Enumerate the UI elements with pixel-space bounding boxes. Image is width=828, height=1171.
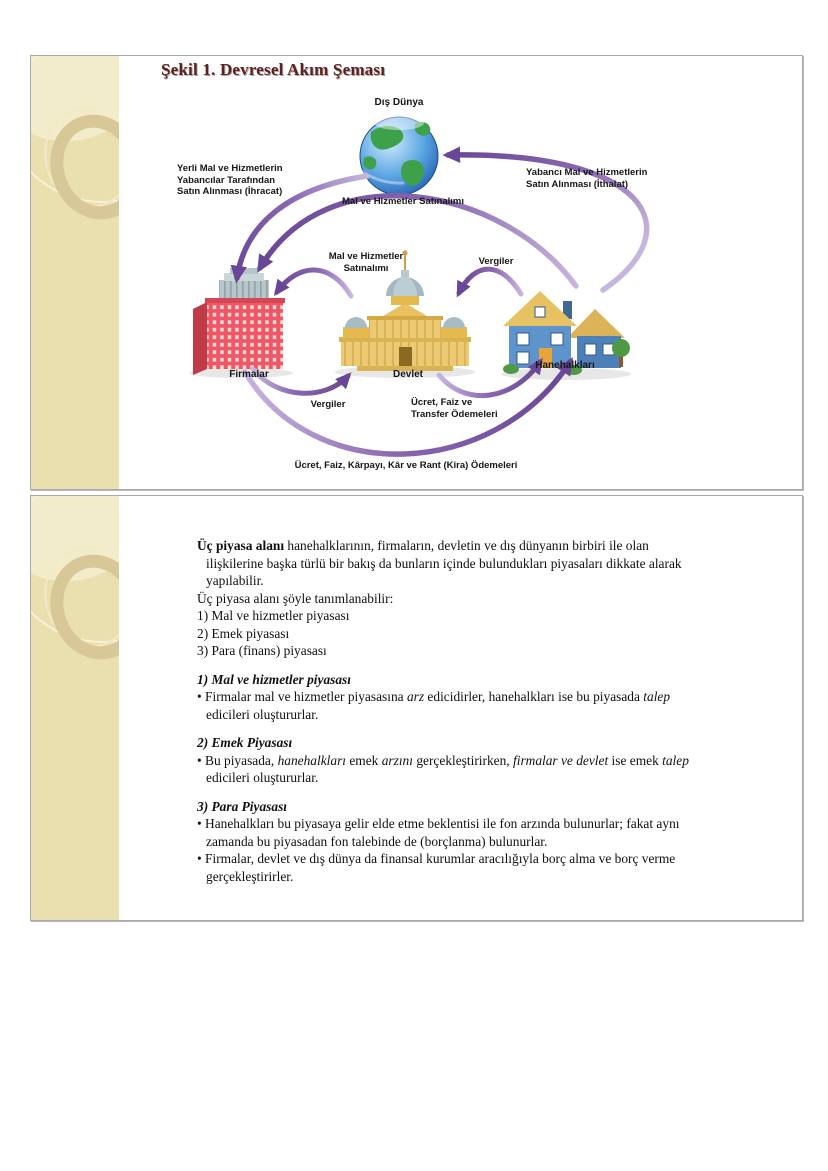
flow-arrow-gov-transfers — [436, 357, 543, 399]
government-illustration — [335, 250, 475, 378]
figure-title: Şekil 1. Devresel Akım Şeması — [161, 60, 386, 79]
bullet-glyph: • — [197, 851, 206, 866]
node-label-world: Dış Dünya — [374, 97, 424, 108]
firms-illustration — [189, 268, 293, 378]
text-block: 3) Para (finans) piyasası — [197, 643, 327, 658]
text-block: 1) Mal ve hizmetler piyasası — [197, 608, 350, 623]
flow-label-factor-payments: Ücret, Faiz, Kârpayı, Kâr ve Rant (Kira)… — [294, 460, 518, 471]
text-block: 2) Emek piyasası — [197, 625, 290, 641]
flow-arrow-firm-taxes — [250, 366, 352, 396]
world-illustration — [359, 116, 439, 196]
bullet-glyph: • — [197, 752, 206, 768]
flow-arrow-exports — [230, 173, 370, 284]
decorative-sidebar — [31, 496, 119, 920]
text-block: • Hanehalkları bu piyasaya gelir elde et… — [197, 816, 680, 849]
spacer — [197, 723, 694, 734]
flow-label-exports: Yerli Mal ve Hizmetlerin Yabancılar Tara… — [177, 163, 283, 198]
text-block: Üç piyasa alanı hanehalklarının, firmala… — [197, 538, 682, 588]
text-block: 1) Mal ve hizmetler piyasası — [197, 671, 351, 687]
spacer — [197, 660, 694, 671]
node-label-households: Hanehalkları — [535, 360, 595, 371]
circular-flow-canvas — [189, 116, 650, 457]
flow-arrow-factor-payments — [242, 357, 574, 457]
flow-label-world-purchases: Mal ve Hizmetler Satınalımı — [342, 196, 464, 207]
flow-arrow-gov-purchases — [273, 267, 354, 299]
node-label-firms: Firmalar — [229, 369, 269, 380]
flow-arrow-imports — [442, 146, 650, 293]
decorative-sidebar — [31, 56, 119, 489]
slide-1: Şekil 1. Devresel Akım Şeması — [30, 55, 803, 490]
text-block: • Firmalar, devlet ve dış dünya da finan… — [197, 851, 676, 884]
flow-label-firm-taxes: Vergiler — [310, 399, 346, 410]
flow-arrow-household-taxes — [456, 266, 524, 298]
flow-label-household-taxes: Vergiler — [478, 256, 514, 267]
flow-label-gov-transfers: Ücret, Faiz ve Transfer Ödemeleri — [411, 397, 498, 420]
flow-label-imports: Yabancı Mal ve Hizmetlerin Satın Alınmas… — [526, 167, 648, 190]
text-block: 3) Para Piyasası — [197, 798, 288, 814]
slide-2: Üç piyasa alanı hanehalklarının, firmala… — [30, 495, 803, 921]
flow-arrow-world-purchases — [257, 193, 579, 289]
circular-flow-diagram: Dış Dünya Firmalar Devlet Hanehalkları Y… — [31, 56, 802, 489]
text-block: 2) Emek Piyasası — [197, 735, 293, 750]
slide-2-text: Üç piyasa alanı hanehalklarının, firmala… — [197, 537, 694, 885]
node-label-government: Devlet — [392, 369, 423, 380]
spacer — [197, 787, 694, 798]
bullet-glyph: • — [197, 689, 206, 704]
text-block: • Firmalar mal ve hizmetler piyasasına a… — [197, 689, 671, 722]
bullet-glyph: • — [197, 816, 206, 831]
text-block: • Bu piyasada, hanehalkları emek arzını … — [197, 752, 689, 786]
text-block: Üç piyasa alanı şöyle tanımlanabilir: — [197, 590, 394, 606]
flow-label-gov-purchases: Mal ve Hizmetler Satınalımı — [328, 251, 404, 274]
